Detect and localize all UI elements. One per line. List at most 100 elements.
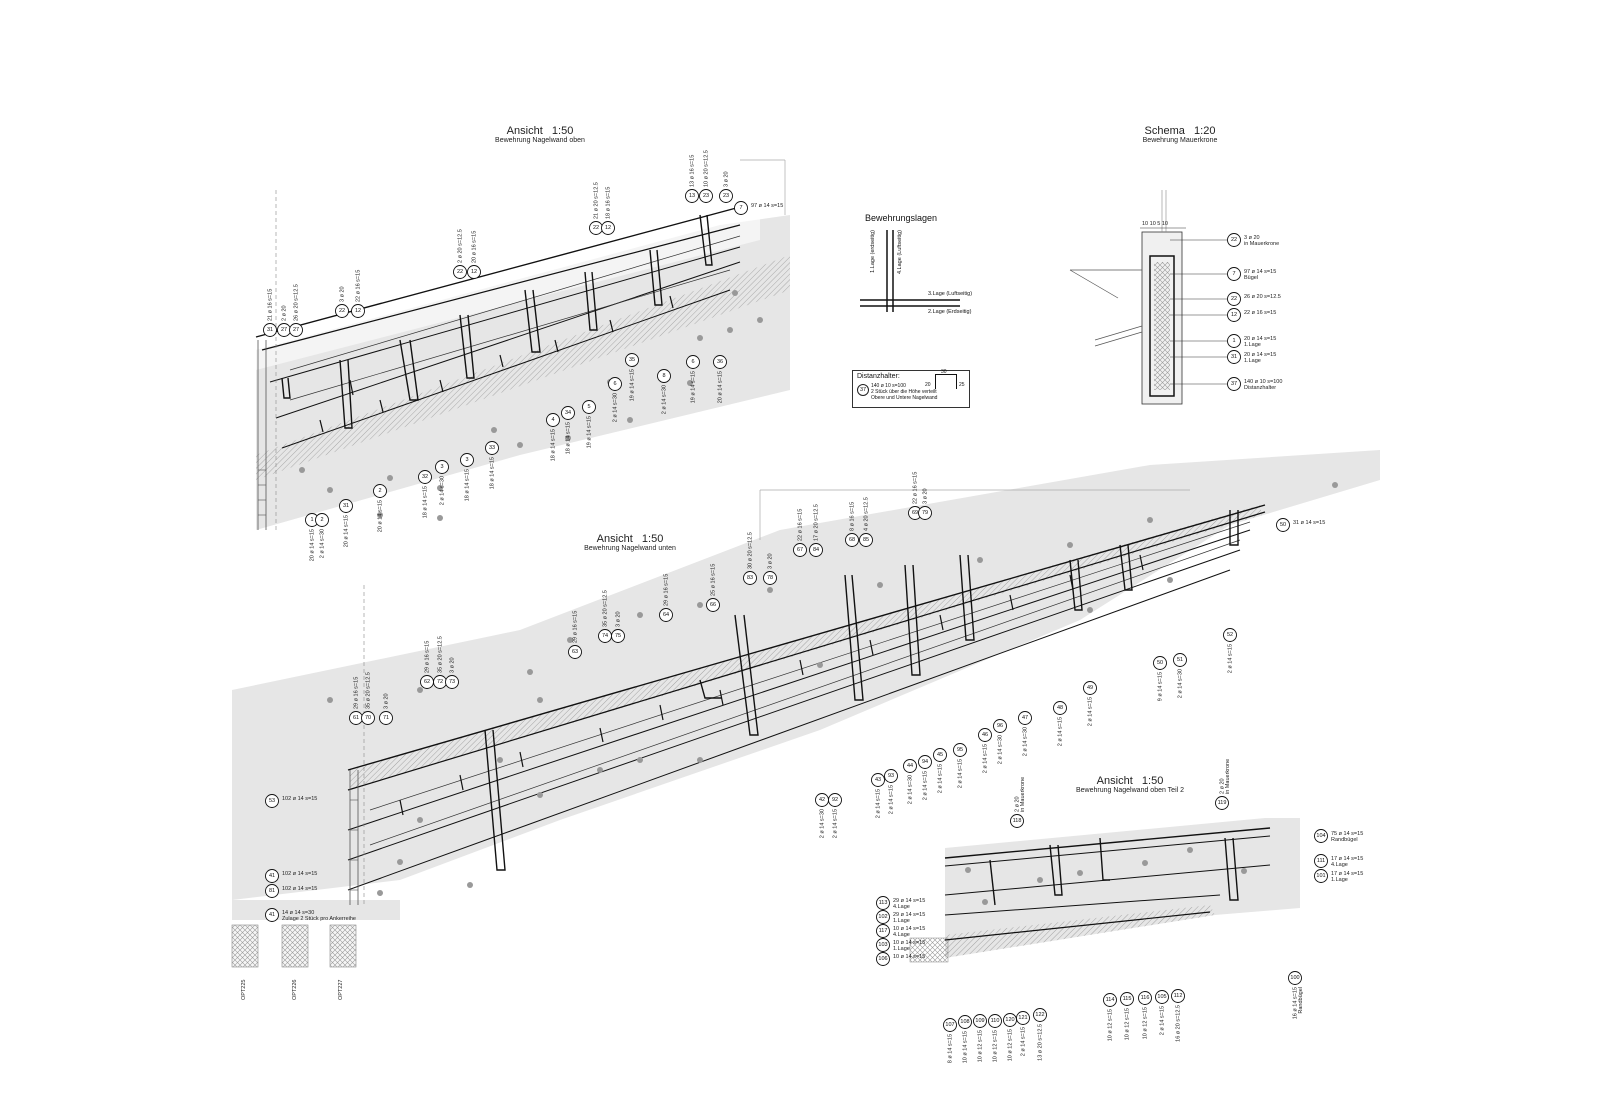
callout-number: 35	[629, 357, 635, 363]
spacer-dim: 25	[959, 382, 965, 388]
callout-unten-bottom: 472 ø 14 s=30	[1018, 711, 1032, 756]
callout-oben-bottom: 2 20 ø 14 s=15	[373, 484, 387, 532]
callout-number: 78	[767, 575, 773, 581]
callout-number: 108	[960, 1019, 969, 1025]
callout-text: 10 ø 12 s=15	[1108, 1009, 1114, 1041]
callout-text: 3 ø 20	[1244, 235, 1260, 241]
callout-text: 10 ø 20 s=12.5	[704, 150, 710, 187]
callout-text: 20 ø 14 s=15	[1244, 352, 1276, 358]
callout-text: 10 ø 12 s=15	[993, 1030, 999, 1062]
callout-unten-bottom: 482 ø 14 s=15	[1053, 701, 1067, 746]
callout-number: 41	[269, 873, 275, 879]
callout-number: 23	[723, 193, 729, 199]
callout-number: 23	[703, 193, 709, 199]
callout-oben-bottom: 318 ø 14 s=15	[460, 453, 474, 501]
callout-text: 20 ø 14 s=15	[310, 529, 316, 561]
callout-number: 105	[1157, 994, 1166, 1000]
view-nagelwand-oben-teil2	[909, 818, 1300, 963]
callout-text: 3 ø 20	[450, 657, 456, 673]
callout-number: 85	[863, 537, 869, 543]
callout-number: 32	[422, 474, 428, 480]
callout-number: 114	[1106, 997, 1115, 1003]
callout-unten-bottom: 952 ø 14 s=15	[953, 743, 967, 788]
callout-number: 12	[605, 225, 611, 231]
callout-text: 18 ø 16 s=15	[606, 187, 612, 219]
callout-text: 22 ø 16 s=15	[356, 270, 362, 302]
callout-text: 16 ø 20 s=12.5	[1176, 1005, 1182, 1042]
callout-unten-bottom: 962 ø 14 s=30	[993, 719, 1007, 764]
callout-number: 94	[922, 759, 928, 765]
schema-dims: 10 10 5 10	[1142, 221, 1168, 227]
callout-number: 48	[1057, 705, 1063, 711]
callout-unten-top: 793 ø 20	[918, 488, 932, 520]
callout-number: 66	[710, 602, 716, 608]
callout-unten-top: 713 ø 20	[379, 693, 393, 725]
callout-text: 2 ø 14 s=30	[1178, 669, 1184, 698]
title-main: Ansicht 1:50	[1096, 775, 1164, 787]
title-main: Ansicht 1:50	[506, 125, 574, 137]
callout-number: 2	[320, 517, 323, 523]
callout-number: 64	[663, 612, 669, 618]
callout-oben-bottom: 519 ø 14 s=15	[582, 400, 596, 448]
callout-teil2: 108 10 ø 14 s=15	[958, 1015, 972, 1063]
callout-number: 37	[1231, 381, 1237, 387]
callout-text: 10 ø 14 s=15	[963, 1031, 969, 1063]
callout-text: 35 ø 20 s=12.5	[366, 672, 372, 709]
callout-number: 74	[602, 633, 608, 639]
layers-title: Bewehrungslagen	[865, 213, 938, 223]
callout-text: 20 ø 14 s=15	[378, 500, 384, 532]
callout-text: 22 ø 16 s=15	[1244, 310, 1276, 316]
callout-text: 30 ø 20 s=12.5	[748, 532, 754, 569]
callout-text: 2 ø 14 s=15	[1228, 644, 1234, 673]
callout-oben-bottom: 82 ø 14 s=30	[657, 369, 671, 414]
callout-text: 2 ø 20	[282, 305, 288, 321]
callout-number: 116	[1141, 995, 1150, 1001]
callout-number: 5	[587, 404, 590, 410]
callout-number: 102	[878, 914, 887, 920]
layer-symbol	[860, 230, 960, 312]
callout-unten-bottom: 522 ø 14 s=15	[1223, 628, 1237, 673]
callout-text: 31 ø 14 s=15	[1293, 520, 1325, 526]
callout-oben-top: 223 ø 20	[335, 286, 349, 318]
spacer-text: 140 ø 10 s=100 2 Stück über die Höhe ver…	[871, 383, 937, 401]
callout-subtext: in Mauerkrone	[1225, 759, 1231, 794]
callout-text: 2 ø 20	[1015, 796, 1021, 812]
callout-unten-bottom: 492 ø 14 s=15	[1083, 681, 1097, 726]
callout-text: 29 ø 16 s=15	[664, 574, 670, 606]
callout-text: 10 ø 12 s=15	[1143, 1007, 1149, 1039]
callout-number: 6	[691, 359, 694, 365]
callout-text: 9 ø 14 s=15	[1158, 672, 1164, 701]
callout-number: 68	[849, 537, 855, 543]
title-nagelwand-oben: Ansicht 1:50 Bewehrung Nagelwand oben	[460, 125, 620, 144]
callout-text: 2 ø 20 s=12.5	[458, 229, 464, 263]
title-sub: Bewehrung Nagelwand unten	[584, 545, 676, 552]
callout-number: 120	[1005, 1017, 1014, 1023]
callout-text: 2 ø 14 s=15	[833, 809, 839, 838]
callout-number: 2	[378, 488, 381, 494]
callout-text: 8 ø 16 s=15	[850, 502, 856, 531]
